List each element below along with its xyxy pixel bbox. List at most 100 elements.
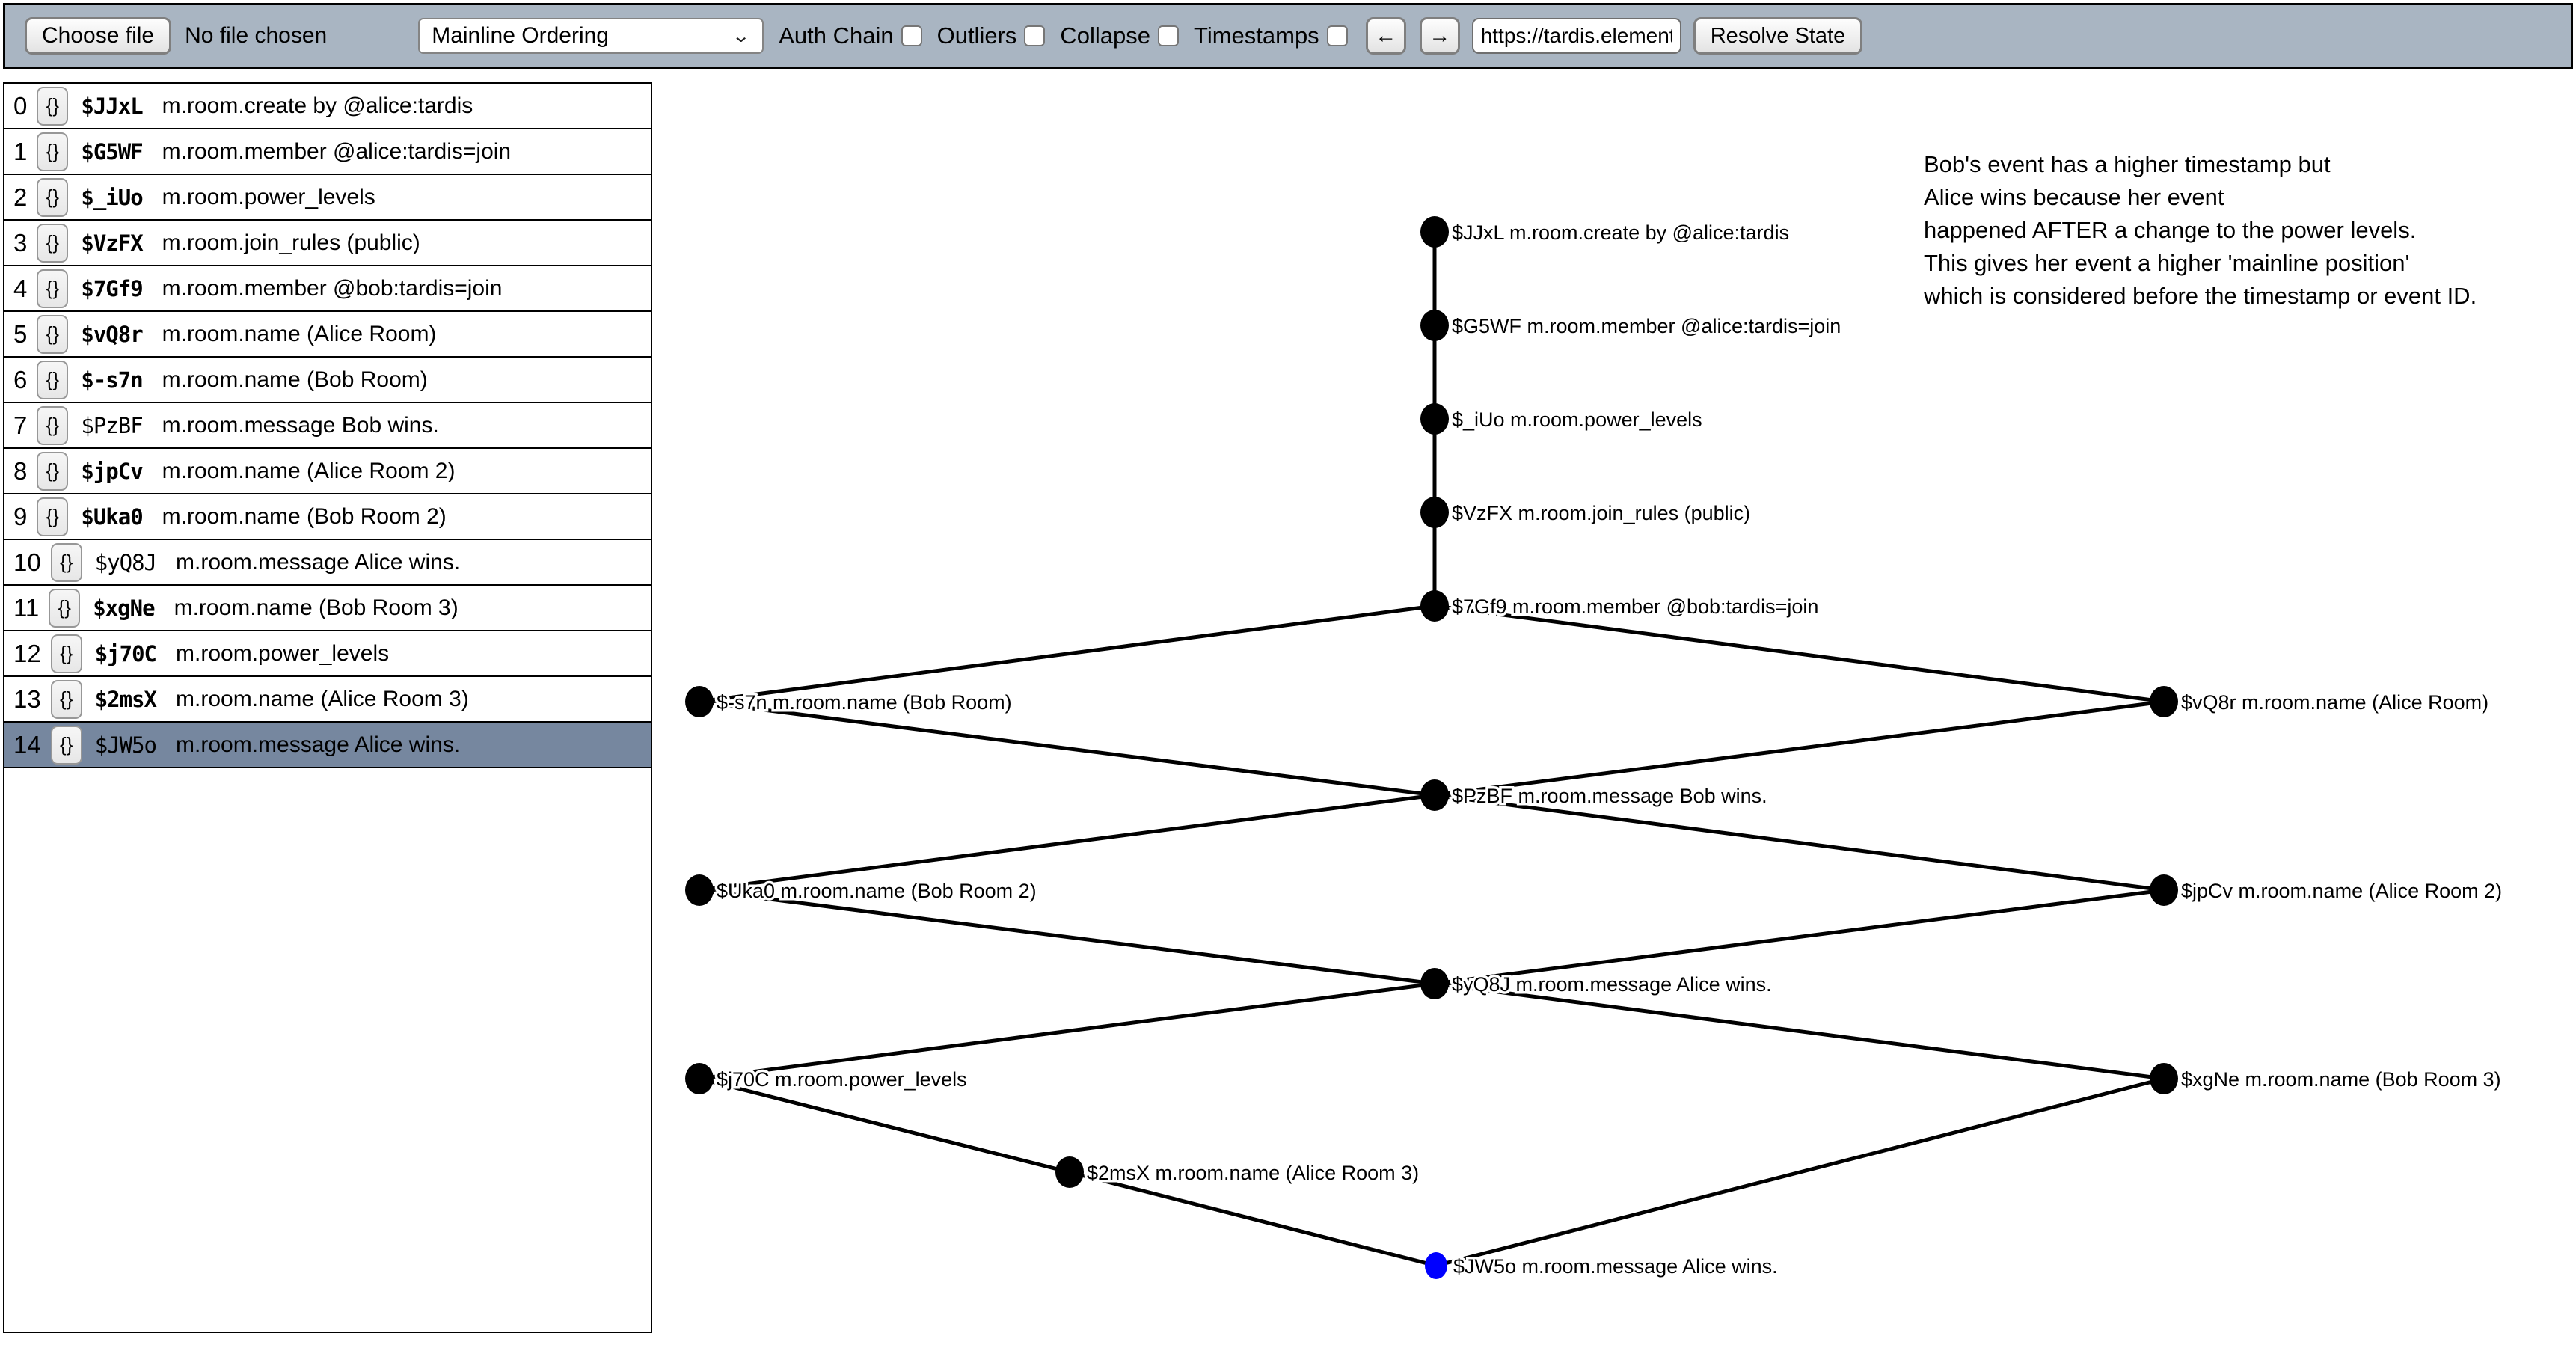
graph-node-label: $JW5o m.room.message Alice wins. (1453, 1255, 1778, 1278)
graph-node-label: $-s7n m.room.name (Bob Room) (717, 691, 1012, 714)
event-json-button[interactable]: {} (37, 360, 69, 399)
graph-edge (1434, 699, 2165, 797)
event-json-button[interactable]: {} (50, 725, 82, 765)
graph-node-label: $VzFX m.room.join_rules (public) (1452, 502, 1750, 524)
event-json-button[interactable]: {} (49, 588, 81, 628)
graph-edge (1069, 1170, 1437, 1268)
ordering-select-value: Mainline Ordering (432, 23, 609, 48)
graph-node[interactable] (685, 874, 714, 906)
event-list-row[interactable]: 10 {} $yQ8J m.room.message Alice wins. (4, 540, 651, 586)
event-json-button[interactable]: {} (37, 177, 69, 217)
event-index: 6 (13, 365, 28, 393)
graph-node[interactable] (1420, 497, 1449, 528)
event-index: 4 (13, 274, 28, 302)
graph-node-label: $PzBF m.room.message Bob wins. (1452, 785, 1767, 807)
event-json-button[interactable]: {} (37, 269, 69, 308)
server-url-input[interactable] (1471, 18, 1681, 54)
collapse-checkbox[interactable] (1158, 25, 1180, 46)
event-id: $_iUo (81, 184, 143, 210)
graph-node[interactable] (685, 686, 714, 717)
graph-node[interactable] (2150, 874, 2178, 906)
event-id: $yQ8J (94, 549, 157, 575)
graph-node-label: $vQ8r m.room.name (Alice Room) (2181, 691, 2488, 714)
graph-node-label: $2msX m.room.name (Alice Room 3) (1087, 1162, 1419, 1184)
event-description: m.room.message Alice wins. (176, 549, 461, 575)
event-description: m.room.message Alice wins. (176, 732, 461, 757)
right-arrow-icon: → (1429, 23, 1451, 48)
graph-edge (1434, 793, 2165, 892)
back-button[interactable]: ← (1365, 17, 1406, 55)
event-index: 13 (13, 684, 41, 713)
event-description: m.room.power_levels (176, 640, 390, 666)
forward-button[interactable]: → (1419, 17, 1460, 55)
graph-node[interactable] (1420, 403, 1449, 435)
auth-chain-checkbox[interactable] (901, 25, 922, 46)
annotation-line: This gives her event a higher 'mainline … (1924, 250, 2410, 276)
graph-node[interactable] (685, 1063, 714, 1094)
resolve-state-button[interactable]: Resolve State (1693, 17, 1863, 55)
collapse-group: Collapse (1060, 22, 1180, 49)
event-description: m.room.name (Bob Room 2) (162, 503, 447, 529)
event-json-button[interactable]: {} (37, 132, 69, 171)
outliers-checkbox[interactable] (1024, 25, 1046, 46)
event-id: $vQ8r (81, 321, 143, 347)
event-json-button[interactable]: {} (50, 634, 82, 673)
graph-node[interactable] (1420, 968, 1449, 999)
event-id: $JJxL (81, 93, 143, 119)
annotation-text: Bob's event has a higher timestamp but A… (1924, 148, 2477, 313)
event-json-button[interactable]: {} (37, 314, 69, 354)
timestamps-checkbox[interactable] (1326, 25, 1348, 46)
event-index: 8 (13, 456, 28, 485)
ordering-select[interactable]: Mainline Ordering ⌄ (418, 18, 764, 54)
event-description: m.room.name (Bob Room 3) (174, 595, 459, 620)
graph-node[interactable] (1420, 310, 1449, 341)
event-json-button[interactable]: {} (37, 223, 69, 263)
graph-edge (1434, 981, 2165, 1081)
event-description: m.room.member @alice:tardis=join (162, 138, 512, 164)
event-id: $VzFX (81, 230, 143, 256)
event-index: 0 (13, 91, 28, 120)
event-description: m.room.member @bob:tardis=join (162, 275, 503, 301)
event-index: 1 (13, 137, 28, 165)
graph-node[interactable] (1055, 1156, 1084, 1188)
event-index: 5 (13, 319, 28, 348)
graph-node[interactable] (1425, 1252, 1447, 1279)
annotation-line: which is considered before the timestamp… (1924, 283, 2477, 309)
graph-node[interactable] (2150, 686, 2178, 717)
graph-node-label: $Uka0 m.room.name (Bob Room 2) (717, 880, 1037, 902)
graph-edge (1434, 604, 2165, 704)
graph-node-label: $7Gf9 m.room.member @bob:tardis=join (1452, 595, 1818, 618)
graph-node[interactable] (2150, 1063, 2178, 1094)
event-json-button[interactable]: {} (37, 405, 69, 445)
event-json-button[interactable]: {} (50, 542, 82, 582)
collapse-label: Collapse (1060, 22, 1151, 49)
auth-chain-group: Auth Chain (779, 22, 922, 49)
event-json-button[interactable]: {} (37, 451, 69, 491)
graph-node[interactable] (1420, 216, 1449, 248)
event-json-button[interactable]: {} (37, 497, 69, 536)
choose-file-button[interactable]: Choose file (25, 17, 172, 55)
event-id: $PzBF (81, 412, 143, 438)
graph-node[interactable] (1420, 590, 1449, 622)
graph-node[interactable] (1420, 779, 1449, 811)
event-index: 10 (13, 548, 41, 576)
event-json-button[interactable]: {} (37, 86, 69, 126)
event-json-button[interactable]: {} (50, 679, 82, 719)
